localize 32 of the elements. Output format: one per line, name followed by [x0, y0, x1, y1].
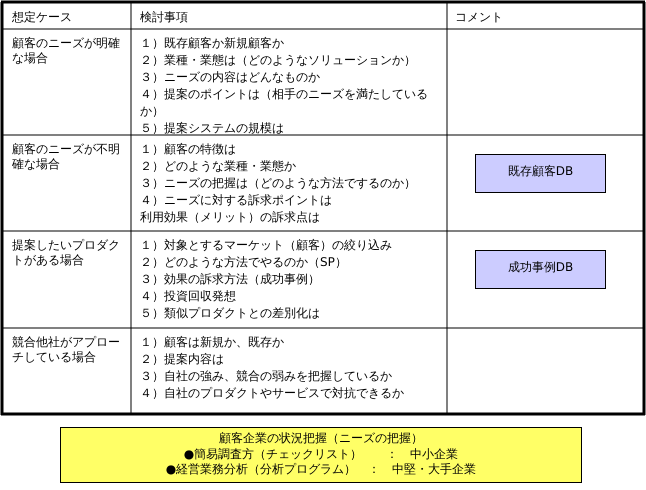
check-item: １）顧客は新規か、既存か	[140, 334, 285, 351]
note-box	[60, 427, 582, 483]
column-header: 検討事項	[140, 9, 188, 25]
check-item: ３）ニーズの内容はどんなものか	[140, 69, 321, 86]
check-item: ２）提案内容は	[140, 351, 225, 368]
database-box: 成功事例DB	[475, 250, 606, 289]
check-item: ２）どのような方法でやるのか（SP）	[140, 254, 348, 271]
note-heading: 顧客企業の状況把握（ニーズの把握）	[219, 431, 423, 446]
check-item: ４）提案のポイントは（相手のニーズを満たしているか）	[140, 86, 429, 120]
case-label: 顧客のニーズが明確な場合	[12, 36, 121, 66]
check-item: ５）提案システムの規模は	[140, 120, 285, 137]
check-item: 利用効果（メリット）の訴求点は	[140, 209, 321, 226]
check-item: １）顧客の特徴は	[140, 141, 237, 158]
check-item: ４）投資回収発想	[140, 288, 237, 305]
database-box: 既存顧客DB	[475, 154, 606, 193]
case-label: 競合他社がアプローチしている場合	[12, 335, 121, 365]
check-item: ４）ニーズに対する訴求ポイントは	[140, 192, 333, 209]
bullet-item: ●簡易調査方（チェックリスト） ： 中小企業	[184, 446, 458, 462]
check-item: ３）効果の訴求方法（成功事例）	[140, 271, 321, 288]
check-item: １）既存顧客か新規顧客か	[140, 35, 285, 52]
bullet-item: ●経営業務分析（分析プログラム） ： 中堅・大手企業	[166, 462, 476, 478]
check-item: ３）ニーズの把握は（どのような方法でするのか）	[140, 175, 417, 192]
check-item: ２）業種・業態は（どのようなソリューションか）	[140, 52, 417, 69]
check-item: ２）どのような業種・業態か	[140, 158, 297, 175]
check-item: ３）自社の強み、競合の弱みを把握しているか	[140, 368, 393, 385]
case-label: 提案したいプロダクトがある場合	[12, 238, 121, 268]
check-item: １）対象とするマーケット（顧客）の絞り込み	[140, 237, 393, 254]
column-header: コメント	[455, 9, 503, 25]
column-header: 想定ケース	[12, 9, 72, 25]
case-label: 顧客のニーズが不明確な場合	[12, 142, 121, 172]
check-item: ５）類似プロダクトとの差別化は	[140, 305, 321, 322]
check-item: ４）自社のプロダクトやサービスで対抗できるか	[140, 385, 405, 402]
